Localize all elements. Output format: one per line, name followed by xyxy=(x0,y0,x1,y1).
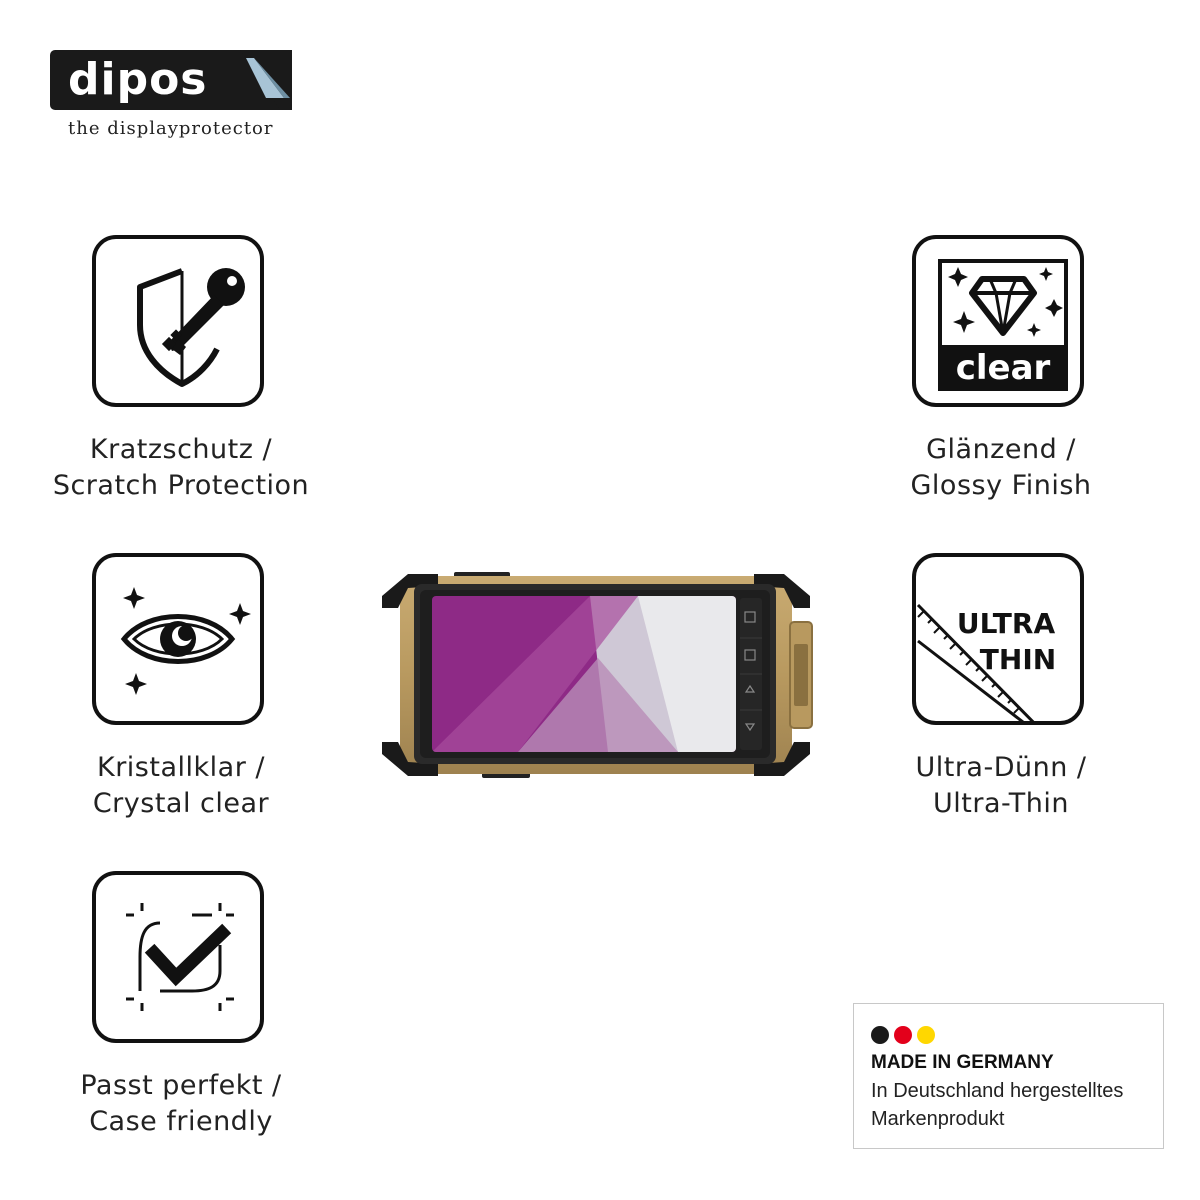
caption-de: Glänzend / xyxy=(926,434,1076,465)
ruler-ultra-thin-icon: ULTRA THIN xyxy=(916,603,1056,721)
caption-de: Passt perfekt / xyxy=(80,1070,282,1101)
ultra-icon-text: ULTRA xyxy=(957,607,1056,640)
rugged-tablet-icon xyxy=(382,572,813,778)
thin-icon-text: THIN xyxy=(980,643,1056,676)
made-in-line-2: Markenprodukt xyxy=(871,1108,1005,1130)
feature-caption-case: Passt perfekt / Case friendly xyxy=(31,1068,331,1140)
made-in-line-1: In Deutschland hergestelltes xyxy=(871,1080,1124,1102)
feature-caption-glossy: Glänzend / Glossy Finish xyxy=(851,432,1151,504)
caption-en: Ultra-Thin xyxy=(933,788,1069,819)
caption-de: Kratzschutz / xyxy=(89,434,273,465)
flag-dot-red xyxy=(894,1026,912,1044)
caption-en: Case friendly xyxy=(89,1106,273,1137)
feature-tile-crystal xyxy=(92,553,264,725)
caption-de: Kristallklar / xyxy=(97,752,265,783)
flag-dot-black xyxy=(871,1026,889,1044)
diamond-clear-icon: clear xyxy=(938,259,1068,391)
caption-en: Glossy Finish xyxy=(910,470,1092,501)
made-in-title: MADE IN GERMANY xyxy=(871,1052,1054,1073)
brand-logo: dipos the displayprotector xyxy=(50,50,300,145)
caption-en: Scratch Protection xyxy=(52,470,310,501)
logo-wordmark: dipos xyxy=(68,54,208,105)
checkmark-frame-icon xyxy=(126,903,234,1011)
feature-tile-scratch xyxy=(92,235,264,407)
feature-tile-case xyxy=(92,871,264,1043)
peel-corner-icon xyxy=(240,50,292,110)
shield-key-icon xyxy=(137,268,245,387)
feature-caption-crystal: Kristallklar / Crystal clear xyxy=(31,750,331,822)
logo-tagline: the displayprotector xyxy=(68,118,274,139)
feature-caption-scratch: Kratzschutz / Scratch Protection xyxy=(31,432,331,504)
flag-dot-gold xyxy=(917,1026,935,1044)
caption-en: Crystal clear xyxy=(92,788,270,819)
clear-icon-text: clear xyxy=(956,348,1051,388)
feature-tile-glossy: clear xyxy=(912,235,1084,407)
caption-de: Ultra-Dünn / xyxy=(915,752,1087,783)
eye-sparkle-icon xyxy=(120,587,251,695)
feature-tile-thin: ULTRA THIN xyxy=(912,553,1084,725)
made-in-germany-box: MADE IN GERMANY In Deutschland hergestel… xyxy=(853,1003,1164,1149)
feature-caption-thin: Ultra-Dünn / Ultra-Thin xyxy=(851,750,1151,822)
